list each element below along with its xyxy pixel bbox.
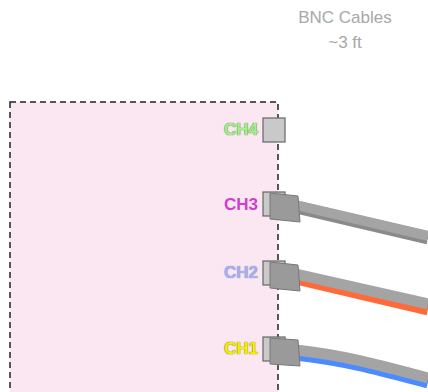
bnc-connector bbox=[263, 118, 285, 142]
channel-label: CH2 bbox=[224, 261, 258, 286]
cable-note: BNC Cables ~3 ft bbox=[293, 6, 397, 55]
channel-label: CH4 bbox=[224, 118, 258, 143]
scope-panel bbox=[10, 102, 278, 392]
channel-label: CH3 bbox=[224, 193, 258, 218]
bnc-plug bbox=[270, 262, 300, 291]
bnc-plug bbox=[270, 338, 300, 366]
bnc-plug bbox=[270, 193, 300, 222]
channel-label: CH1 bbox=[224, 337, 258, 362]
bnc-cable bbox=[296, 274, 428, 309]
bnc-cable bbox=[296, 205, 428, 238]
bnc-cable bbox=[296, 350, 428, 382]
